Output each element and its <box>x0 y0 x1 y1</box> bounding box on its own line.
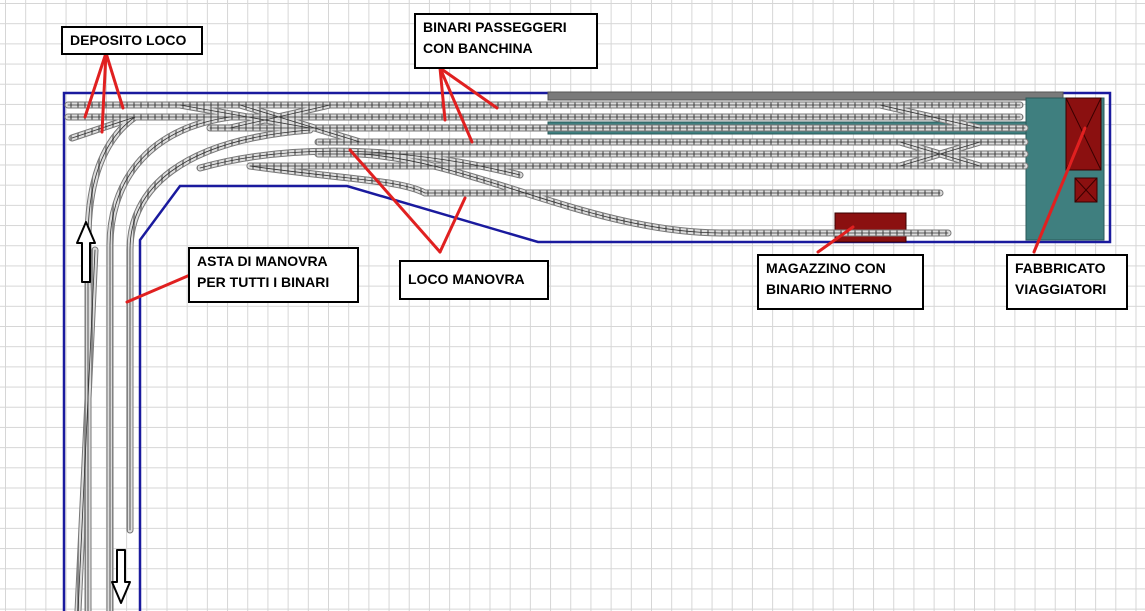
label-loco-manovra: LOCO MANOVRA <box>399 260 549 300</box>
pointer-deposito-2 <box>100 51 108 134</box>
label-magazzino-line1: MAGAZZINO CON <box>766 260 886 276</box>
label-loco-manovra-text: LOCO MANOVRA <box>408 271 525 287</box>
label-magazzino-line2: BINARIO INTERNO <box>766 281 892 297</box>
label-binari-passeggeri-line1: BINARI PASSEGGERI <box>423 19 567 35</box>
pointer-asta <box>125 273 192 304</box>
label-asta-manovra-line2: PER TUTTI I BINARI <box>197 274 330 290</box>
label-magazzino: MAGAZZINO CON BINARIO INTERNO <box>757 254 924 310</box>
pointer-lines <box>83 51 1087 304</box>
label-fabbricato: FABBRICATO VIAGGIATORI <box>1006 254 1128 310</box>
pointer-loco-2 <box>438 196 467 254</box>
label-deposito-loco-text: DEPOSITO LOCO <box>70 32 187 48</box>
label-binari-passeggeri-line2: CON BANCHINA <box>423 40 533 56</box>
pointer-magazzino <box>816 225 855 254</box>
pointer-deposito-1 <box>83 51 108 119</box>
pointer-fabbricato <box>1032 126 1087 254</box>
pointer-binari-3 <box>438 66 499 110</box>
arrow-down-icon <box>111 549 131 604</box>
goods-shed <box>834 212 907 243</box>
pointer-deposito-3 <box>104 51 125 110</box>
pointer-binari-2 <box>438 66 474 144</box>
pointer-binari-1 <box>438 66 447 122</box>
label-deposito-loco: DEPOSITO LOCO <box>61 26 203 55</box>
label-fabbricato-line2: VIAGGIATORI <box>1015 281 1107 297</box>
label-fabbricato-line1: FABBRICATO <box>1015 260 1106 276</box>
tracks <box>64 101 1029 611</box>
baseboard-outline <box>62 91 1112 611</box>
pointer-loco-1 <box>348 148 442 254</box>
label-asta-manovra: ASTA DI MANOVRA PER TUTTI I BINARI <box>188 247 359 303</box>
arrow-up-icon <box>76 221 96 283</box>
canopy <box>547 91 1064 101</box>
label-asta-manovra-line1: ASTA DI MANOVRA <box>197 253 328 269</box>
label-binari-passeggeri: BINARI PASSEGGERI CON BANCHINA <box>414 13 598 69</box>
